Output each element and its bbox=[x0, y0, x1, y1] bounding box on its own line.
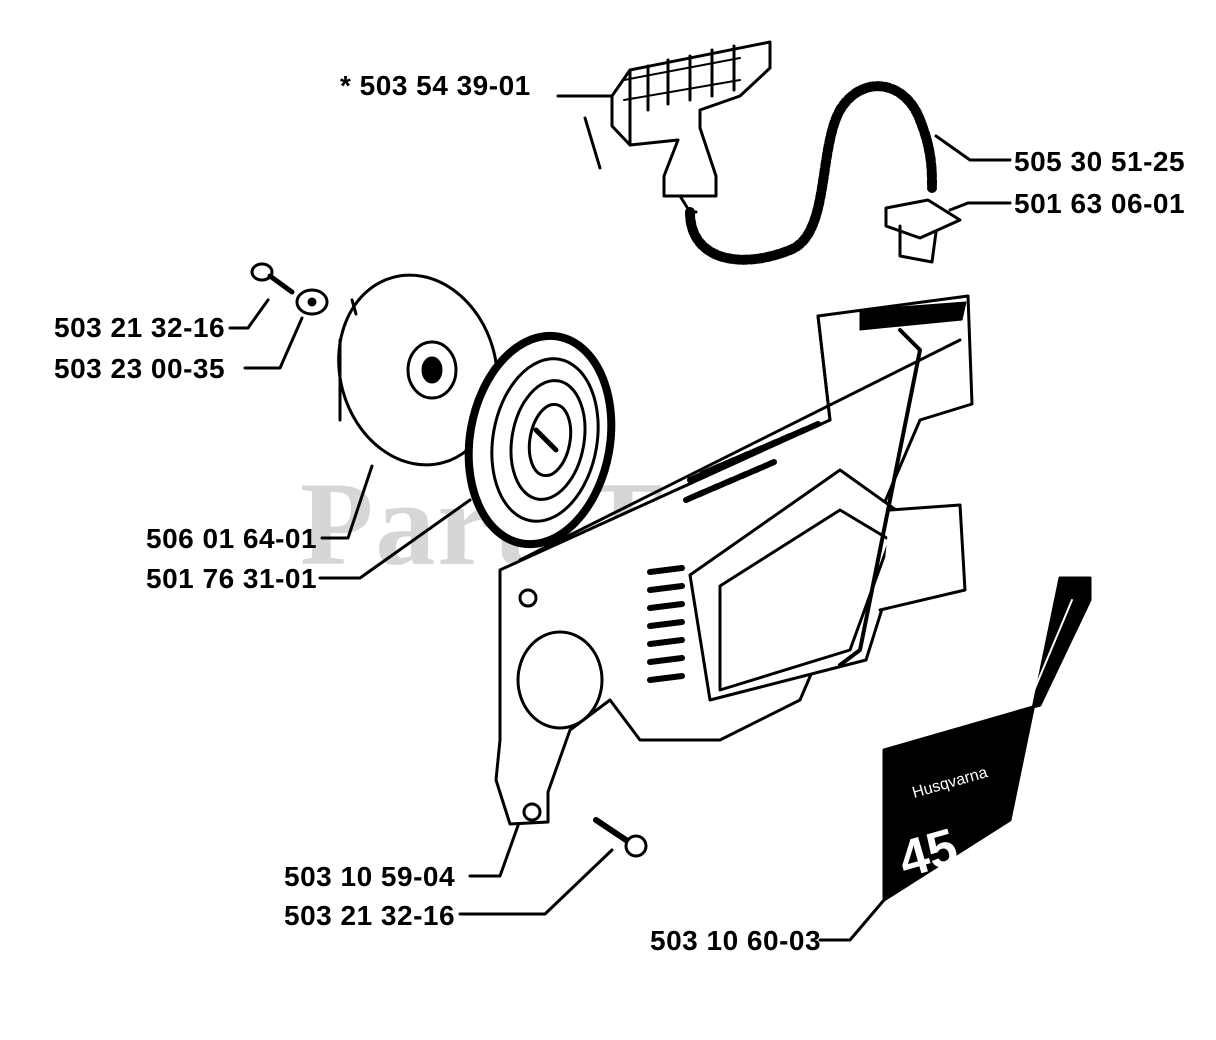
top-screw-and-washer bbox=[250, 262, 329, 316]
part-label-washer: 503 23 00-35 bbox=[54, 353, 226, 384]
part-label-model-decal: 503 10 60-03 bbox=[650, 925, 822, 956]
part-label-top-screw: 503 21 32-16 bbox=[54, 312, 226, 343]
starter-handle bbox=[610, 40, 772, 214]
part-label-starter-housing: 503 10 59-04 bbox=[284, 861, 456, 892]
recoil-spring bbox=[464, 331, 616, 549]
housing-vents bbox=[647, 421, 821, 683]
leader-lines bbox=[228, 94, 1012, 942]
model-decal bbox=[882, 576, 1092, 902]
part-label-starter-pulley: 506 01 64-01 bbox=[146, 523, 318, 554]
part-label-rope-guide: 501 63 06-01 bbox=[1014, 188, 1186, 219]
part-label-starter-rope: 505 30 51-25 bbox=[1014, 146, 1186, 177]
starter-pulley bbox=[337, 273, 499, 467]
starter-housing bbox=[494, 294, 974, 826]
part-label-bottom-screw: 503 21 32-16 bbox=[284, 900, 456, 931]
starter-rope bbox=[685, 81, 937, 265]
part-label-recoil-spring: 501 76 31-01 bbox=[146, 563, 318, 594]
bottom-screw bbox=[593, 817, 648, 858]
part-label-starter-handle: * 503 54 39-01 bbox=[340, 70, 531, 101]
rope-guide bbox=[884, 198, 962, 264]
